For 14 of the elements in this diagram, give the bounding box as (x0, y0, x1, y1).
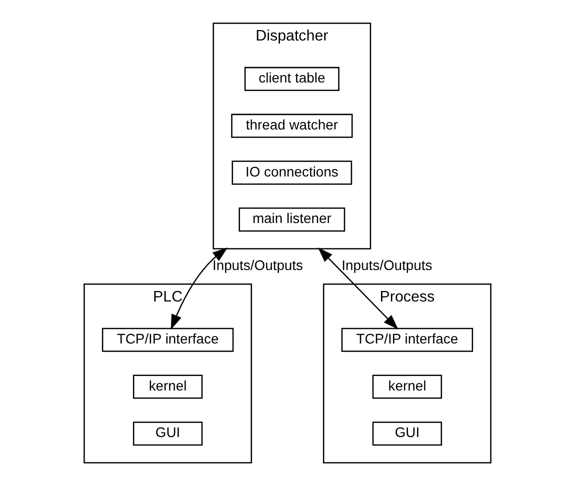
edge-label: Inputs/Outputs (212, 256, 304, 273)
arrow (318, 247, 398, 330)
node-box: GUI (372, 422, 442, 446)
node-box: client table (244, 66, 340, 91)
edge-label: Inputs/Outputs (342, 256, 432, 273)
node-box: kernel (132, 374, 203, 399)
node-box: TCP/IP interface (341, 328, 474, 352)
node-box: IO connections (232, 160, 352, 185)
node-box: TCP/IP interface (102, 328, 234, 352)
node-box: GUI (132, 422, 203, 446)
arrow (170, 248, 228, 330)
node-box: thread watcher (231, 114, 353, 138)
node-box: main listener (238, 208, 346, 232)
node-box: kernel (372, 374, 442, 399)
